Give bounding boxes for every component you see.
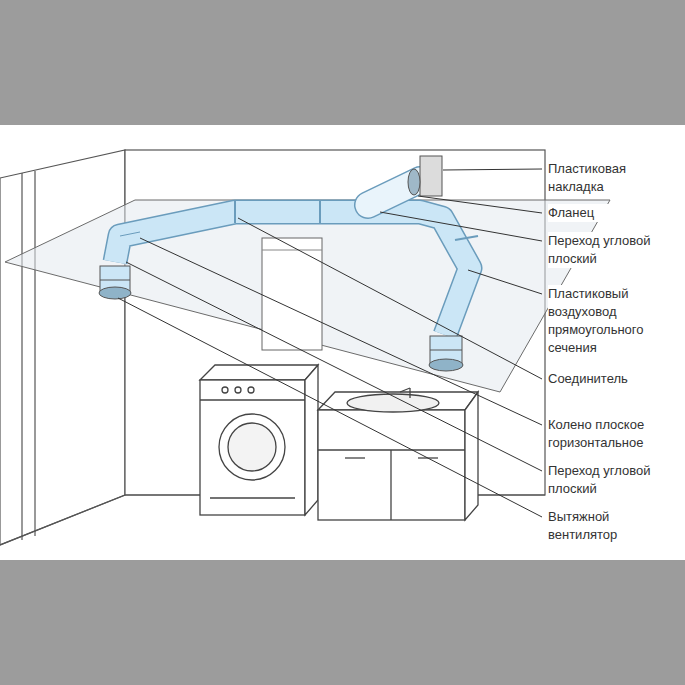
callout-label: Соединитель (548, 370, 680, 388)
callout-label: Переход угловой плоский (548, 232, 680, 268)
bottom-band (0, 560, 685, 685)
callout-label: Переход угловой плоский (548, 462, 680, 498)
towel (262, 238, 322, 350)
callout-label: Пластиковая накладка (548, 160, 680, 196)
callout-label: Пластиковый воздуховод прямоугольного се… (548, 285, 680, 357)
callout-label: Вытяжной вентилятор (548, 508, 680, 544)
leader-lines (118, 169, 542, 517)
callout-label: Фланец (548, 204, 680, 222)
callout-label: Колено плоское горизонтальное (548, 416, 680, 452)
wall-outlet (408, 156, 442, 196)
ceiling-plane (5, 200, 610, 392)
sink-cabinet (318, 388, 478, 520)
top-band (0, 0, 685, 125)
exhaust-fans (99, 266, 463, 371)
washing-machine (200, 365, 318, 515)
duct-run (115, 180, 478, 335)
